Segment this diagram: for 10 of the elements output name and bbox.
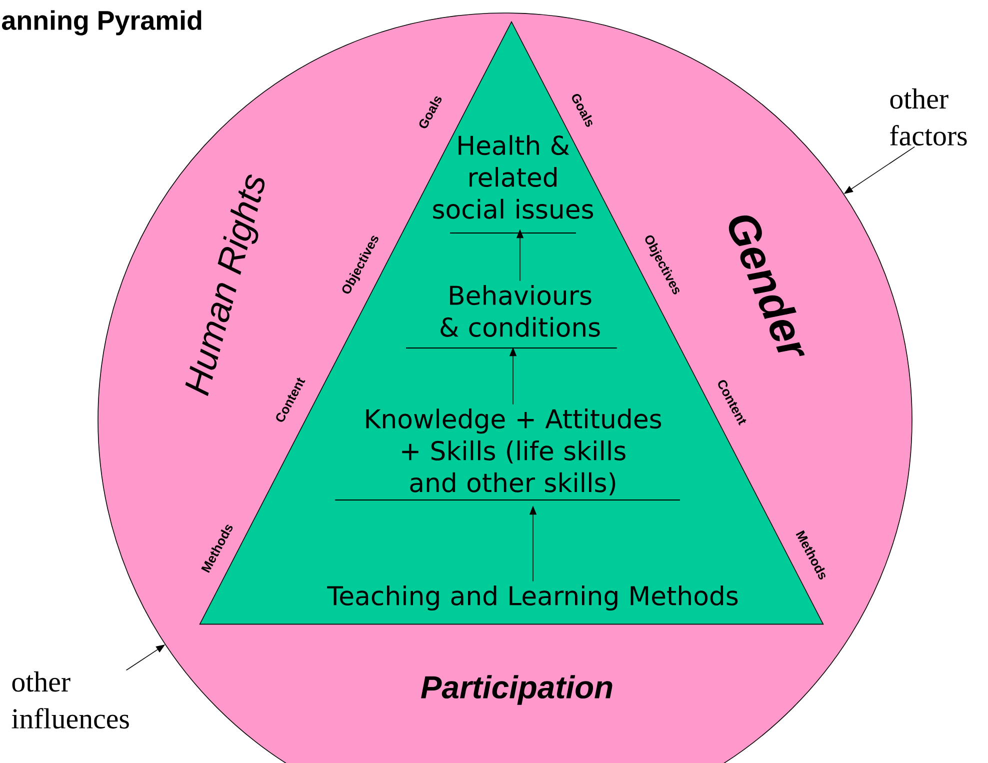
tier-text: Behaviours & conditions (440, 285, 600, 337)
side-label: Human Rights (185, 174, 265, 396)
side-word: Goals (572, 94, 592, 127)
tier-text: Knowledge + Attitudes + Skills (life skills and other skills) (366, 408, 662, 496)
note-text: other influences (12, 671, 129, 729)
tier-text: Teaching and Learning Methods (327, 585, 738, 611)
bottom-label: Participation (421, 675, 612, 705)
note-text: other factors (890, 88, 967, 146)
title: anning Pyramid (2, 10, 202, 36)
tier-text: Health & related social issues (433, 135, 594, 219)
